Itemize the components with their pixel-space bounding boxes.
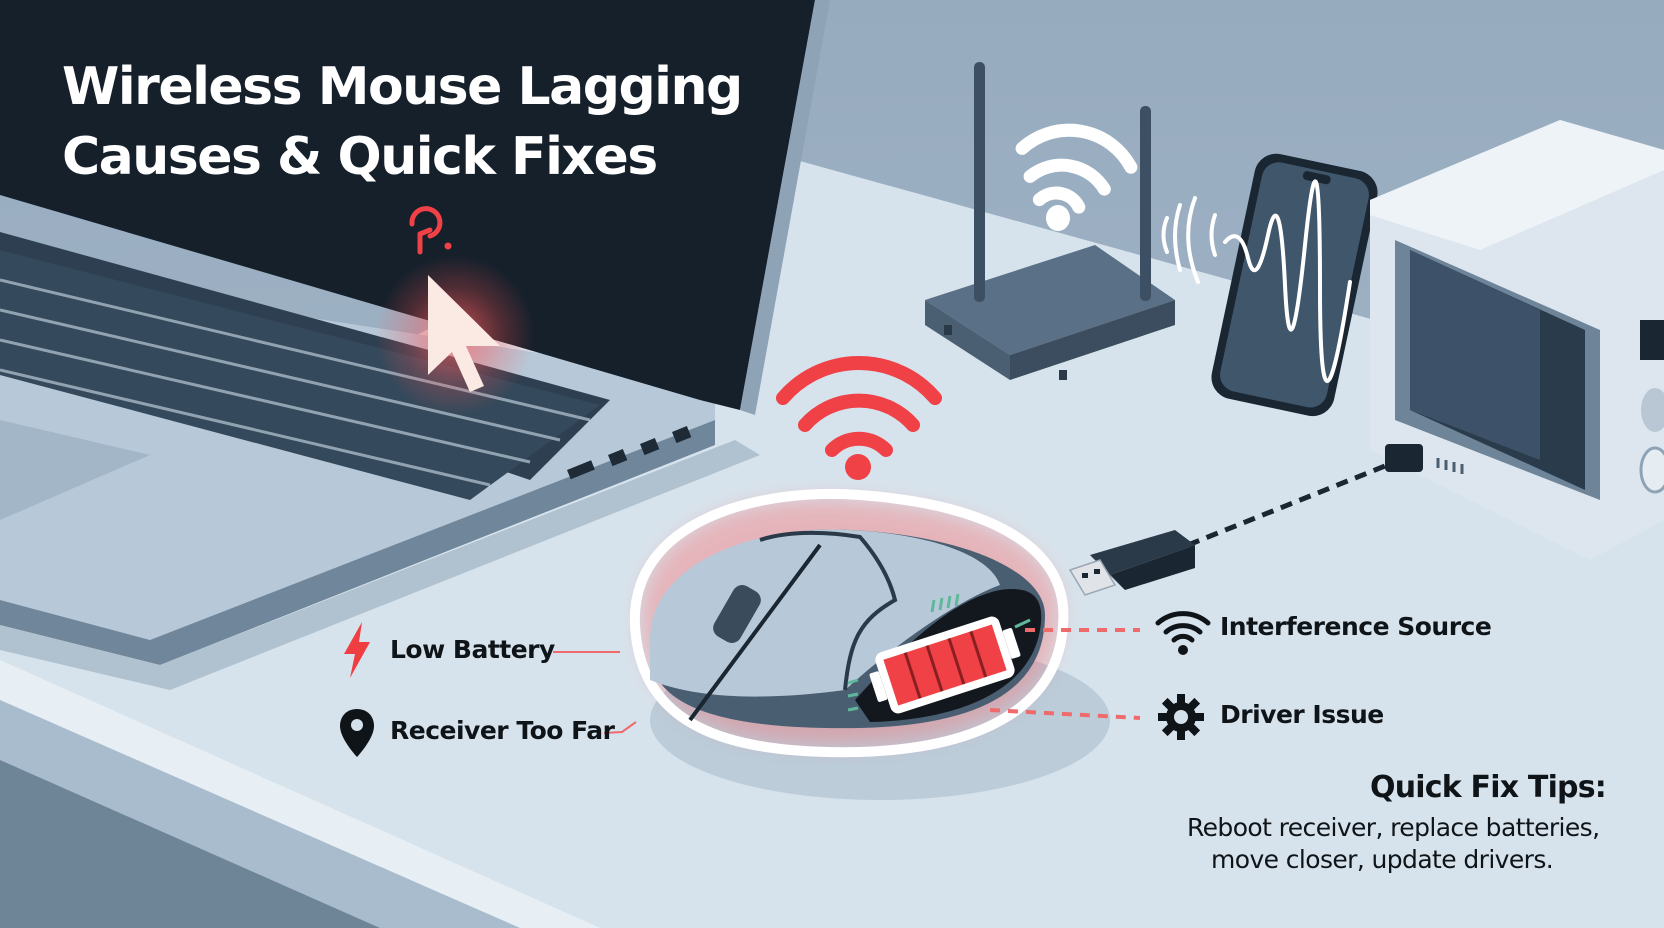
cause-interference-source: Interference Source [1220,612,1492,641]
router [925,62,1175,380]
mouse-highlight-outline [629,488,1069,758]
page-title-line2: Causes & Quick Fixes [62,127,658,187]
low-battery-icon [869,616,1021,714]
loading-spinner-icon [409,206,443,255]
cause-driver-issue: Driver Issue [1220,700,1384,729]
microwave [1370,120,1664,560]
page-title-line1: Wireless Mouse Lagging [62,57,743,117]
laptop-base-side [0,420,715,665]
laptop-ports [567,426,692,480]
quick-fix-line2: move closer, update drivers. [1211,845,1554,874]
laptop-trackpad [0,420,150,520]
cause-low-battery: Low Battery [390,635,555,664]
battery-indicator-ticks [847,593,1031,712]
gear-icon [1158,694,1204,740]
laptop-screen-bezel [740,0,830,415]
quick-fix-line1: Reboot receiver, replace batteries, [1187,813,1600,842]
cursor-arrow-icon [428,275,500,392]
connector-driver [989,708,1141,720]
weak-signal-wifi-icon [776,356,942,457]
location-pin-icon [340,709,374,757]
interference-wave-icon [1161,179,1352,383]
desk-front-dark [0,760,380,928]
laptop-base-shadow [0,440,760,690]
quick-fix-heading: Quick Fix Tips: [1370,770,1607,805]
router-wifi-icon [1015,123,1138,214]
cause-receiver-too-far: Receiver Too Far [390,716,615,745]
receiver-cable [1187,459,1396,548]
laptop-keyboard [0,250,600,500]
wifi-icon [1155,611,1211,655]
usb-receiver [1068,530,1195,596]
lightning-bolt-icon [344,622,370,678]
connector-receiver [603,721,637,734]
desk-edge-highlight [0,660,600,928]
laptop-screen [0,0,815,410]
